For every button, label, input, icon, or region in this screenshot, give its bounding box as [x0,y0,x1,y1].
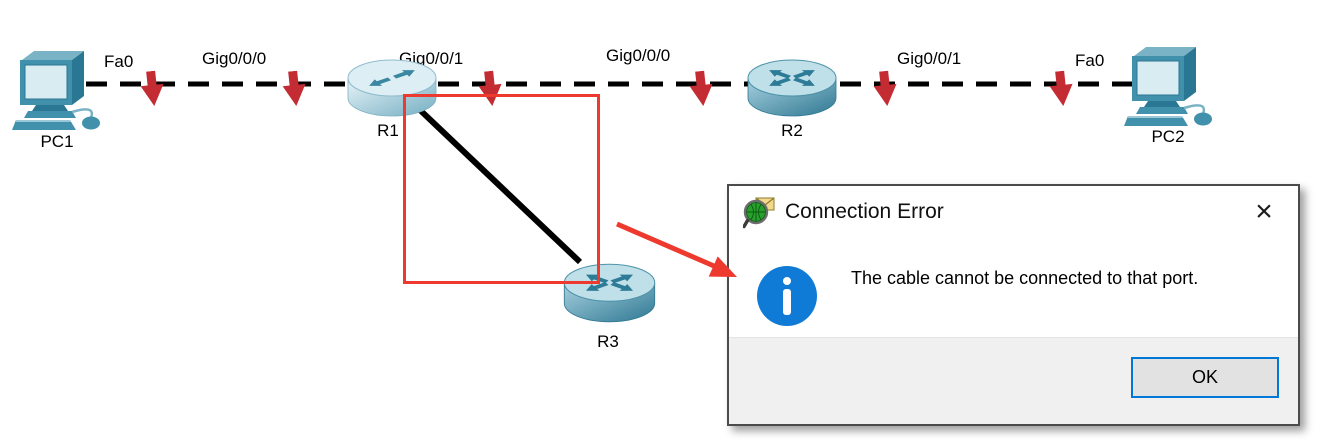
dialog-body: The cable cannot be connected to that po… [729,238,1298,339]
dialog-title: Connection Error [785,200,944,223]
port-label: Gig0/0/0 [606,46,671,65]
device-label-r3: R3 [597,332,619,351]
dialog-message: The cable cannot be connected to that po… [851,268,1199,288]
link-status-down-icon [140,70,164,106]
device-label-r1: R1 [377,121,399,140]
device-label-pc1: PC1 [40,132,74,151]
information-icon-bar [783,289,791,315]
link-status-down-icon [873,70,897,106]
port-label: Fa0 [1075,51,1105,70]
device-r1[interactable] [346,52,438,124]
connection-error-dialog: Connection Error × The cable cannot be c… [727,184,1300,426]
link-status-down-icon [478,70,502,106]
port-label: Gig0/0/1 [897,49,962,68]
router-icon [347,59,437,117]
packet-tracer-app-icon [743,197,775,229]
pc-icon [1124,47,1212,126]
dialog-titlebar[interactable]: Connection Error × [729,186,1298,238]
information-icon [757,266,817,326]
link-status-down-icon [282,70,306,106]
device-label-r2: R2 [781,121,803,140]
device-pc1[interactable] [12,48,104,132]
pc-icon [12,51,100,130]
close-icon[interactable]: × [1244,186,1284,238]
router-icon [747,59,837,117]
port-label: Gig0/0/0 [202,49,267,68]
dialog-footer: OK [729,337,1298,424]
ok-button[interactable]: OK [1131,357,1279,398]
device-pc2[interactable] [1124,44,1216,128]
device-label-pc2: PC2 [1151,127,1185,146]
port-label: Fa0 [104,52,134,71]
device-r2[interactable] [746,52,838,124]
link-status-down-icon [689,70,713,106]
link-r1-r3-cable[interactable] [417,107,583,265]
information-icon-dot [783,277,791,285]
link-status-down-icon [1049,70,1073,106]
highlight-rectangle [403,94,600,284]
